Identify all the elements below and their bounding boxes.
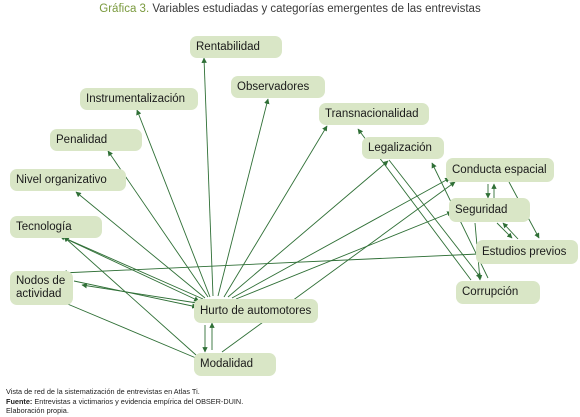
figure-title: Gráfica 3. Variables estudiadas y catego…: [0, 3, 580, 15]
node-penalidad: Penalidad: [50, 129, 142, 151]
figure-title-text: Variables estudiadas y categorías emerge…: [152, 3, 481, 15]
edge-modalidad-conducta: [221, 181, 456, 353]
edge-hurto-conducta: [231, 177, 451, 299]
node-label: Observadores: [237, 80, 310, 93]
edge-legal-corrupcion: [388, 159, 482, 279]
edge-estudios-seguridad: [502, 222, 519, 240]
node-label: Estudios previos: [482, 245, 567, 258]
edge-modalidad-tecnologia: [63, 236, 197, 356]
edge-hurto-nivel: [75, 191, 206, 299]
node-seguridad: Seguridad: [449, 198, 530, 222]
node-label: Transnacionalidad: [325, 107, 419, 120]
edge-estudios-nodos: [61, 253, 479, 276]
caption-source-text: Entrevistas a victimarios y evidencia em…: [34, 396, 244, 406]
node-label: Rentabilidad: [196, 40, 260, 53]
node-label: Conducta espacial: [452, 163, 547, 176]
caption-line-1: Vista de red de la sistematización de en…: [6, 387, 200, 396]
node-instrumentalizacion: Instrumentalización: [80, 88, 198, 110]
node-observadores: Observadores: [231, 76, 325, 98]
node-label: Legalización: [368, 141, 432, 154]
edge-hurto-observadores: [217, 98, 270, 297]
edge-hurto-tecnologia: [59, 235, 204, 300]
caption-line-3: Elaboración propia.: [6, 406, 69, 416]
node-modalidad: Modalidad: [194, 353, 276, 376]
edge-seguridad-estudios-1: [496, 222, 513, 239]
edge-hurto-rentabilidad: [201, 57, 214, 297]
edge-tecnologia-hurto: [63, 237, 200, 302]
figure-number: Gráfica 3.: [99, 3, 150, 15]
node-corrupcion: Corrupción: [456, 281, 540, 304]
node-label: Modalidad: [200, 358, 254, 371]
figure-caption: Vista de red de la sistematización de en…: [6, 387, 566, 416]
node-label: Tecnología: [16, 220, 72, 233]
edge-hurto-instrumentalizacion: [136, 109, 211, 298]
node-nodos-de-actividad: Nodos de actividad: [10, 271, 73, 305]
edge-hurto-nodos: [81, 283, 198, 304]
node-estudios-previos: Estudios previos: [476, 240, 578, 264]
node-hurto-de-automotores: Hurto de automotores: [194, 299, 318, 323]
node-legalizacion: Legalización: [362, 137, 444, 159]
node-label: Instrumentalización: [86, 92, 186, 105]
node-rentabilidad: Rentabilidad: [190, 36, 282, 58]
edge-hurto-legalizacion: [227, 160, 389, 298]
node-tecnologia: Tecnología: [10, 216, 102, 238]
node-transnacionalidad: Transnacionalidad: [319, 103, 429, 125]
node-nivel-organizativo: Nivel organizativo: [10, 169, 126, 191]
node-label: Hurto de automotores: [200, 304, 312, 317]
caption-source: Fuente: Entrevistas a victimarios y evid…: [6, 397, 566, 407]
node-label: Corrupción: [462, 286, 519, 299]
node-label: Seguridad: [455, 203, 508, 216]
caption-source-label: Fuente:: [6, 396, 33, 406]
edge-hurto-transnacionalidad: [223, 125, 328, 298]
node-label: Nodos de actividad: [16, 275, 66, 300]
edge-modalidad-nodos: [57, 299, 197, 359]
node-conducta-espacial: Conducta espacial: [446, 158, 554, 182]
node-label: Nivel organizativo: [16, 173, 107, 186]
node-label: Penalidad: [56, 133, 108, 146]
edge-hurto-seguridad: [235, 211, 453, 300]
edge-nodos-hurto: [73, 280, 198, 309]
